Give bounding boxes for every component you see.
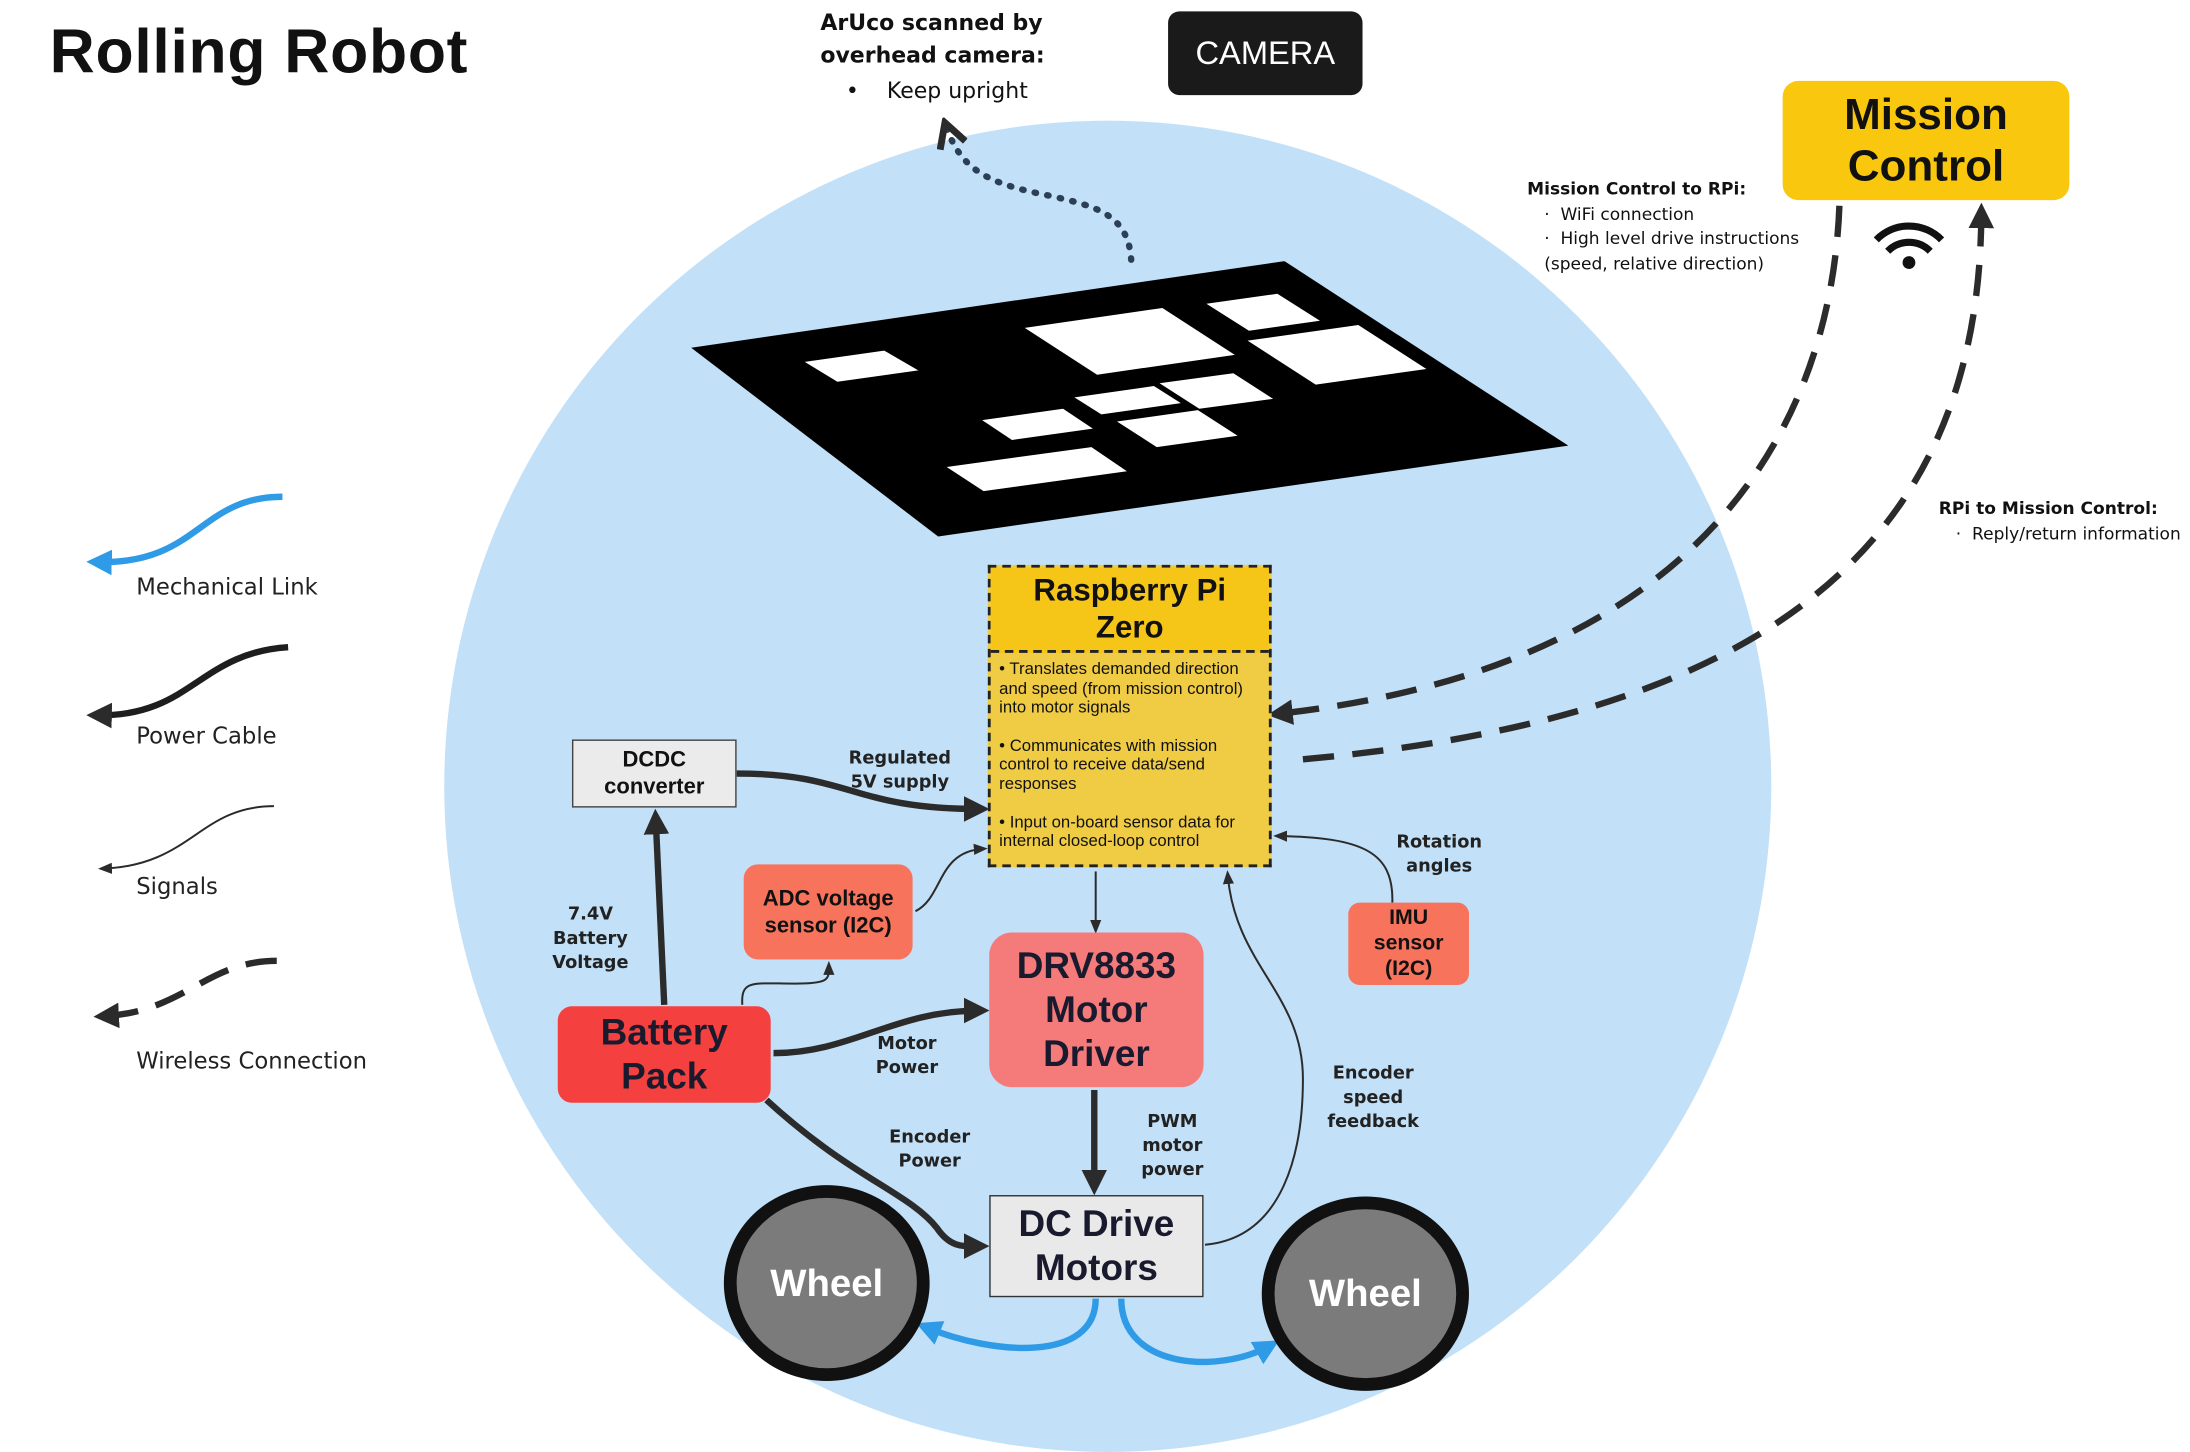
camera-box: CAMERA (1168, 11, 1363, 96)
aruco-note-heading: ArUco scanned by overhead camera: (820, 9, 1045, 69)
camera-label: CAMERA (1195, 34, 1336, 71)
legend-power-arrow (86, 644, 289, 729)
mc-to-rpi-bullet-1: · WiFi connection (1544, 203, 1695, 224)
raspberry-pi-description: • Translates demanded direction and spee… (991, 653, 1269, 851)
wireless-mc-to-rpi (1267, 205, 1843, 725)
mc-to-rpi-bullet-2: · High level drive instructions (speed, … (1544, 228, 1800, 274)
edge-label-motor-power: Motor Power (875, 1031, 939, 1078)
signal-adc-to-rpi (914, 843, 988, 913)
legend-mechanical-link: Mechanical Link (136, 573, 318, 601)
wheel-right: Wheel (1261, 1196, 1469, 1391)
battery-pack-box: Battery Pack (557, 1006, 771, 1103)
aruco-dotted-arrow (947, 128, 1135, 263)
legend-wireless-arrow (93, 957, 277, 1029)
aruco-marker (691, 261, 1569, 537)
rpi-to-mc-bullet: · Reply/return information (1955, 523, 2181, 544)
imu-sensor-label: IMU sensor (I2C) (1373, 905, 1444, 981)
wireless-rpi-to-mc (1302, 202, 1995, 763)
raspberry-pi-title: Raspberry Pi Zero (1033, 571, 1227, 645)
motor-driver-label: DRV8833 Motor Driver (1016, 943, 1177, 1075)
edge-label-regulated-supply: Regulated 5V supply (848, 746, 951, 792)
adc-sensor-box: ADC voltage sensor (I2C) (743, 864, 913, 960)
legend-signal-arrow (98, 805, 274, 874)
legend-signals: Signals (136, 872, 218, 900)
power-battery-to-driver (773, 997, 990, 1057)
raspberry-pi-box: Raspberry Pi Zero • Translates demanded … (987, 564, 1272, 868)
mission-control-label: Mission Control (1844, 89, 2008, 191)
imu-sensor-box: IMU sensor (I2C) (1348, 902, 1469, 985)
wheel-right-label: Wheel (1308, 1271, 1422, 1315)
rpi-bullet-1: • Translates demanded direction and spee… (999, 658, 1243, 718)
mission-control-box: Mission Control (1782, 80, 2070, 201)
mc-to-rpi-note: Mission Control to RPi: · WiFi connectio… (1527, 177, 1825, 276)
page-title: Rolling Robot (49, 17, 469, 87)
battery-pack-label: Battery Pack (600, 1010, 728, 1098)
dcdc-converter-box: DCDC converter (571, 739, 737, 808)
wheel-left-label: Wheel (770, 1261, 884, 1304)
edge-label-encoder-feedback: Encoder speed feedback (1327, 1061, 1419, 1132)
dc-drive-motors-label: DC Drive Motors (1018, 1202, 1175, 1289)
aruco-note: ArUco scanned by overhead camera: • Keep… (820, 7, 1161, 109)
power-dcdc-to-rpi (736, 770, 990, 822)
legend-mechanical-arrow (86, 493, 283, 576)
raspberry-pi-title-band: Raspberry Pi Zero (990, 567, 1269, 653)
signal-imu-to-rpi (1273, 830, 1394, 903)
edge-label-pwm-motor-power: PWM motor power (1141, 1109, 1204, 1180)
signal-motors-to-rpi (1204, 870, 1304, 1246)
signal-battery-to-adc (741, 960, 835, 1005)
motor-driver-box: DRV8833 Motor Driver (989, 932, 1204, 1088)
mc-to-rpi-heading: Mission Control to RPi: (1527, 178, 1747, 199)
adc-sensor-label: ADC voltage sensor (I2C) (762, 886, 894, 938)
rpi-to-mc-heading: RPi to Mission Control: (1938, 498, 2158, 519)
rpi-bullet-2: • Communicates with mission control to r… (999, 734, 1218, 794)
dc-drive-motors-box: DC Drive Motors (989, 1195, 1204, 1298)
edge-label-battery-voltage: 7.4V Battery Voltage (552, 902, 629, 973)
mech-motors-to-right-wheel (1118, 1298, 1280, 1366)
edge-label-encoder-power: Encoder Power (889, 1125, 971, 1171)
aruco-note-bullet: • Keep upright (845, 78, 1028, 104)
power-battery-to-motors (764, 1097, 990, 1259)
rpi-bullet-3: • Input on-board sensor data for interna… (999, 811, 1235, 851)
mech-motors-to-left-wheel (915, 1298, 1099, 1352)
rpi-to-mc-note: RPi to Mission Control: · Reply/return i… (1939, 495, 2187, 546)
wheel-left: Wheel (723, 1185, 930, 1381)
legend-power-cable: Power Cable (136, 722, 277, 750)
power-battery-to-dcdc (643, 808, 670, 1006)
dcdc-converter-label: DCDC converter (604, 747, 705, 800)
edge-label-rotation-angles: Rotation angles (1396, 830, 1483, 876)
wifi-icon (1873, 222, 1945, 269)
legend-wireless-connection: Wireless Connection (136, 1047, 367, 1075)
